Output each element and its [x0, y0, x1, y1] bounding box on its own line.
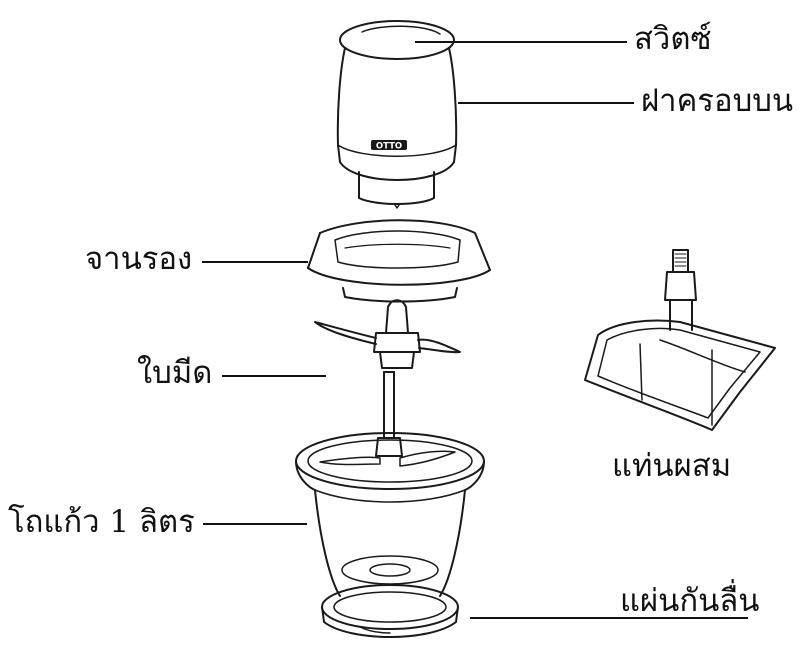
shaft-drawing: [375, 371, 403, 457]
mixer-attachment-drawing: [584, 249, 776, 431]
anti-slip-pad-leader-line: [470, 617, 748, 619]
switch-leader-line: [415, 41, 627, 43]
base-plate-label: จานรอง: [85, 241, 193, 277]
top-cover-label: ฝาครอบบน: [641, 83, 794, 119]
blade-leader-line: [222, 375, 326, 377]
svg-text:OTTO: OTTO: [376, 142, 402, 152]
bowl-drawing: [295, 432, 485, 597]
switch-label: สวิตซ์: [634, 21, 712, 57]
anti-slip-pad-drawing: [321, 584, 459, 638]
brand-logo: OTTO: [371, 140, 407, 152]
top-cover-drawing: [336, 20, 458, 209]
blade-drawing: [314, 299, 461, 369]
top-cover-leader-line: [458, 102, 634, 104]
bowl-leader-line: [203, 523, 307, 525]
base-plate-drawing: [307, 219, 491, 303]
blade-label: ใบมีด: [137, 355, 213, 391]
bowl-label: โถแก้ว 1 ลิตร: [8, 504, 195, 540]
anti-slip-pad-label: แผ่นกันลื่น: [620, 583, 760, 619]
base-plate-leader-line: [202, 261, 308, 263]
mixer-attachment-label: แท่นผสม: [612, 448, 732, 484]
